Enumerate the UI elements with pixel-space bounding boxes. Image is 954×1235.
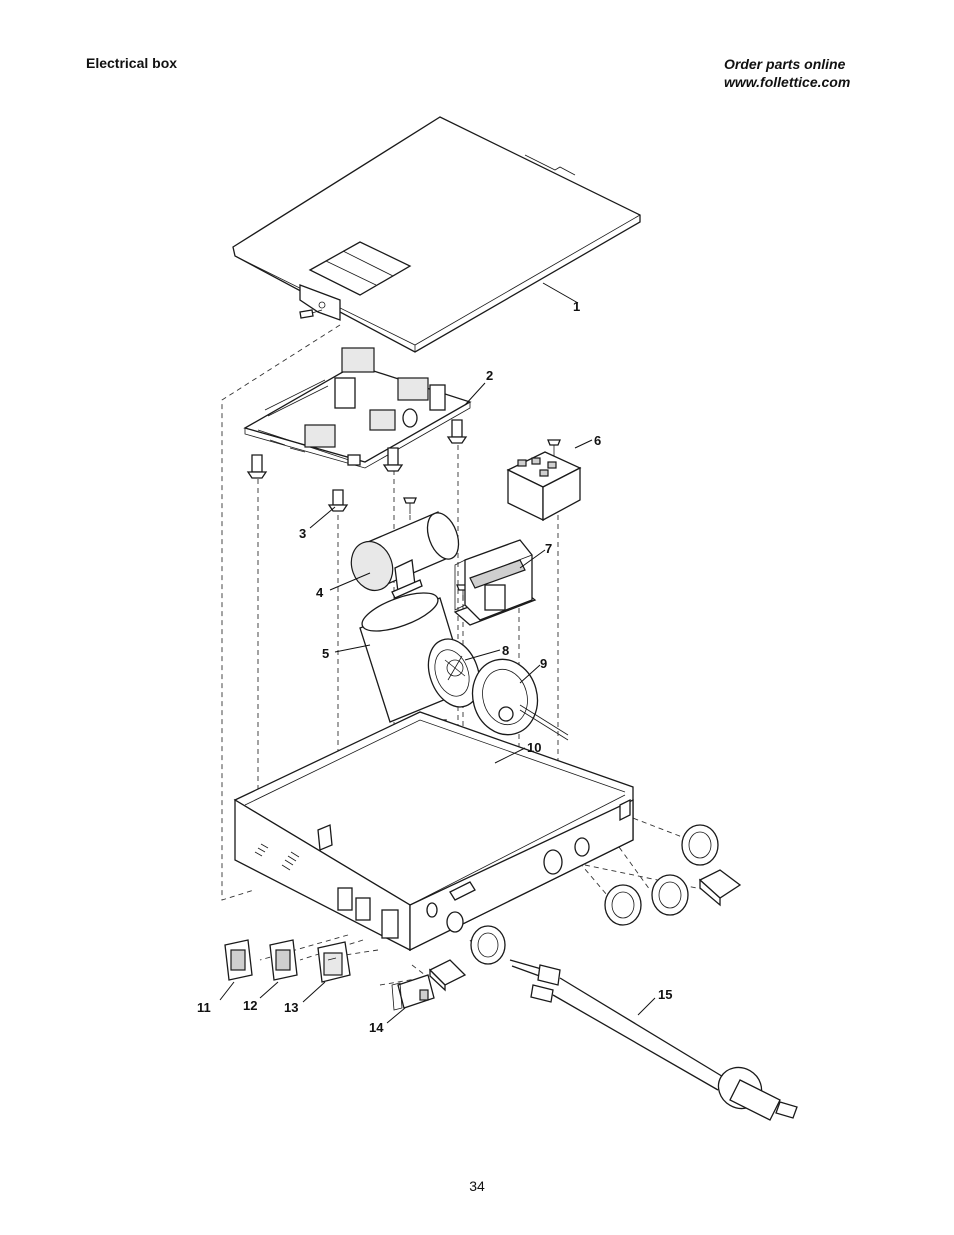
capacitor-icon[interactable] [358, 585, 489, 723]
control-board-icon[interactable] [243, 347, 472, 469]
page-number: 34 [469, 1178, 485, 1194]
connector-icon[interactable] [428, 869, 742, 992]
rocker-switch-icon[interactable] [224, 939, 298, 981]
callout-9: 9 [540, 656, 547, 671]
callout-5: 5 [322, 646, 329, 661]
callout-leaders [219, 282, 656, 1024]
callout-12: 12 [243, 998, 257, 1013]
callout-labels: 1 2 3 4 5 6 7 8 9 10 11 12 13 14 15 [197, 299, 672, 1035]
order-info: Order parts online www.follettice.com [724, 55, 850, 91]
relay-icon[interactable] [506, 451, 582, 522]
cover-panel-icon[interactable] [232, 116, 641, 353]
callout-8: 8 [502, 643, 509, 658]
callout-1: 1 [573, 299, 580, 314]
callout-7: 7 [545, 541, 552, 556]
callout-3: 3 [299, 526, 306, 541]
capacitor-cap-icon[interactable] [444, 655, 466, 681]
fuse-holder-icon[interactable] [391, 974, 435, 1011]
power-cord-icon[interactable] [509, 959, 798, 1121]
callout-6: 6 [594, 433, 601, 448]
callout-11: 11 [197, 1000, 211, 1015]
rocker-switch-icon[interactable] [317, 941, 351, 983]
capacitor-icon[interactable] [345, 509, 465, 599]
order-line: Order parts online [724, 56, 846, 72]
callout-10: 10 [527, 740, 541, 755]
callout-15: 15 [658, 987, 672, 1002]
standoff-icon[interactable] [246, 419, 468, 512]
callout-14: 14 [369, 1020, 384, 1035]
callout-13: 13 [284, 1000, 298, 1015]
callout-2: 2 [486, 368, 493, 383]
contactor-icon[interactable] [453, 539, 537, 626]
bushing-icon[interactable] [470, 824, 719, 965]
electrical-box-icon[interactable] [233, 711, 634, 952]
motor-icon[interactable] [464, 652, 569, 742]
order-url[interactable]: www.follettice.com [724, 74, 851, 90]
callout-4: 4 [316, 585, 324, 600]
section-title: Electrical box [86, 55, 178, 71]
